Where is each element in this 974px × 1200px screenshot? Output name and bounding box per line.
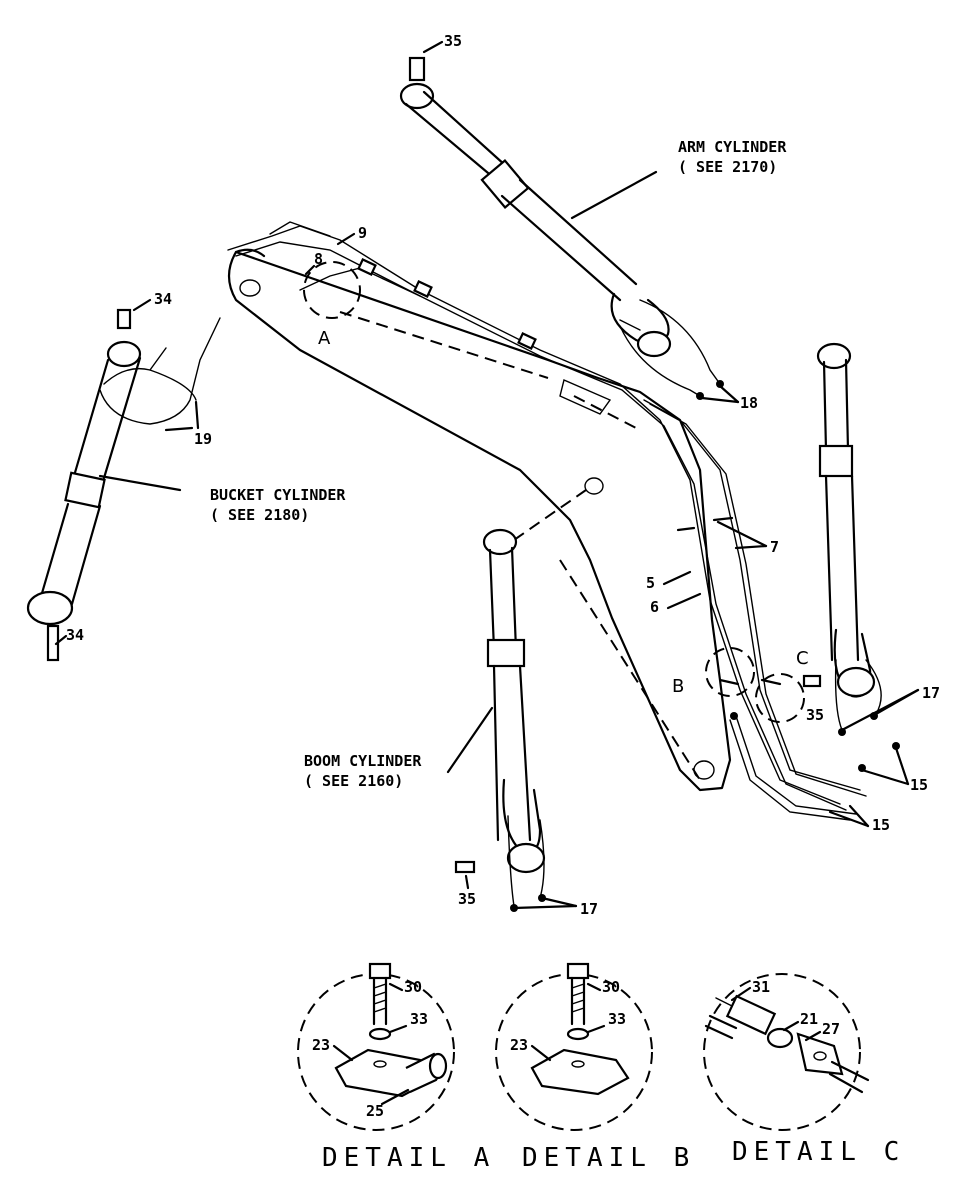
dashed-link-boom-cylinder bbox=[513, 489, 587, 541]
boom-cylinder-see: ( SEE 2160) bbox=[304, 772, 403, 790]
dashed-link-arm-cylinder bbox=[573, 395, 641, 431]
callout-35-left: 35 bbox=[458, 890, 476, 908]
svg-text:27: 27 bbox=[822, 1020, 840, 1038]
callout-35-mid: 35 bbox=[806, 706, 824, 724]
bucket-cylinder-see: ( SEE 2180) bbox=[210, 506, 309, 524]
detail-c-marker bbox=[755, 673, 805, 723]
bucket-cylinder bbox=[26, 308, 221, 662]
arm-cylinder bbox=[399, 56, 724, 400]
boom-body bbox=[227, 248, 732, 792]
callout-C: C bbox=[796, 648, 809, 669]
arm-cylinder-leader bbox=[570, 170, 658, 220]
bucket-cylinder-leader bbox=[98, 474, 182, 492]
callout-9: 9 bbox=[358, 224, 367, 242]
svg-text:30: 30 bbox=[602, 978, 620, 996]
right-boom-cylinder bbox=[802, 342, 882, 736]
svg-text:23: 23 bbox=[510, 1036, 528, 1054]
svg-text:25: 25 bbox=[366, 1102, 384, 1120]
svg-text:33: 33 bbox=[410, 1010, 428, 1028]
callout-34-bottom: 34 bbox=[66, 626, 84, 644]
callout-19: 19 bbox=[194, 430, 212, 448]
callout-7: 7 bbox=[770, 538, 779, 556]
svg-text:30: 30 bbox=[404, 978, 422, 996]
boom-cylinder-leader bbox=[446, 706, 494, 774]
detail-a-title: DETAIL A bbox=[322, 1143, 495, 1173]
boom-cylinder bbox=[454, 528, 546, 912]
callout-35-top: 35 bbox=[444, 32, 462, 50]
callout-18: 18 bbox=[740, 394, 758, 412]
callout-15-right: 15 bbox=[910, 776, 928, 794]
boom-cylinder-label: BOOM CYLINDER bbox=[304, 752, 422, 770]
dashed-link-boom-to-bucket bbox=[339, 311, 549, 379]
bucket-cylinder-label: BUCKET CYLINDER bbox=[210, 486, 346, 504]
callout-5: 5 bbox=[646, 574, 655, 592]
svg-text:21: 21 bbox=[800, 1010, 818, 1028]
detail-a: 30 33 23 25 DETAIL A bbox=[297, 962, 495, 1173]
dashed-link-boom-cylinder-lower bbox=[559, 559, 701, 781]
callout-17-bottom: 17 bbox=[580, 900, 598, 918]
svg-text:33: 33 bbox=[608, 1010, 626, 1028]
callout-34-top: 34 bbox=[154, 290, 172, 308]
arm-cylinder-label: ARM CYLINDER bbox=[678, 138, 787, 156]
svg-text:23: 23 bbox=[312, 1036, 330, 1054]
svg-text:31: 31 bbox=[752, 978, 770, 996]
detail-c: 31 21 27 DETAIL C bbox=[703, 973, 905, 1167]
detail-a-marker bbox=[303, 261, 361, 319]
callout-6: 6 bbox=[650, 598, 659, 616]
detail-b: 30 33 23 DETAIL B bbox=[495, 962, 695, 1173]
callout-15-mid: 15 bbox=[872, 816, 890, 834]
detail-b-marker bbox=[705, 647, 755, 697]
callout-B: B bbox=[672, 676, 684, 697]
arm-cylinder-see: ( SEE 2170) bbox=[678, 158, 777, 176]
detail-c-title: DETAIL C bbox=[732, 1137, 905, 1167]
callout-A: A bbox=[318, 328, 331, 349]
callout-8: 8 bbox=[314, 250, 323, 268]
boom-tubes bbox=[227, 221, 900, 821]
callout-17-right: 17 bbox=[922, 684, 940, 702]
detail-b-title: DETAIL B bbox=[522, 1143, 695, 1173]
